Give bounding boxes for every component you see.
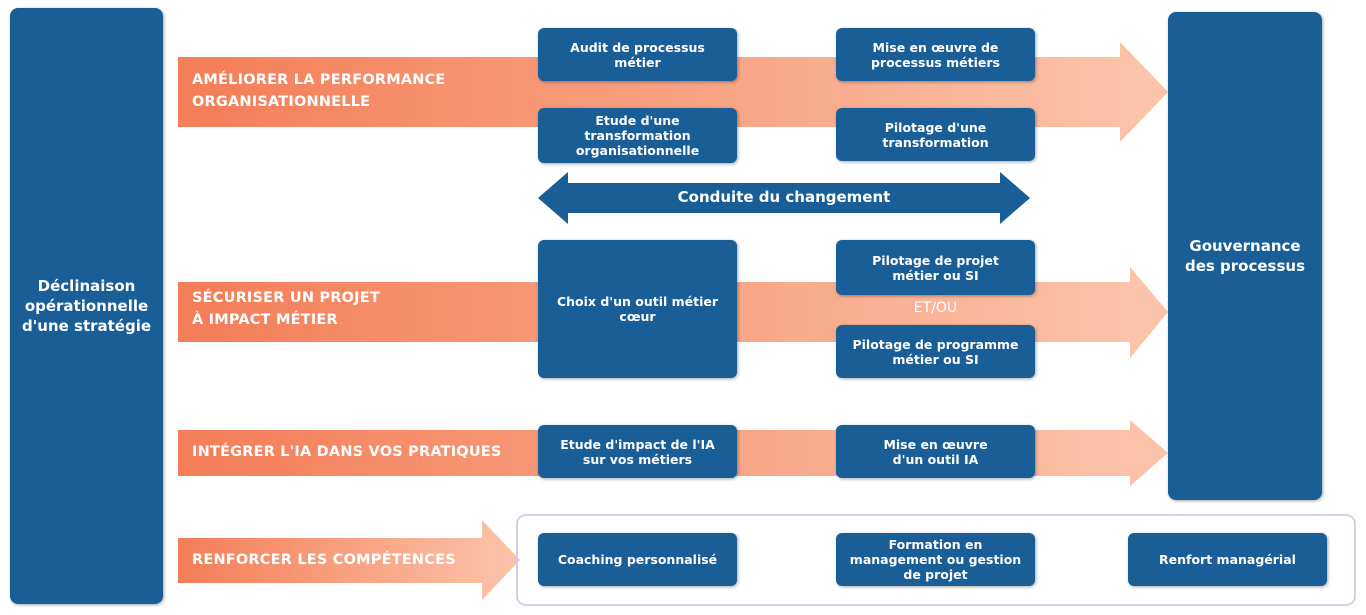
axis-label-performance: AMÉLIORER LA PERFORMANCE ORGANISATIONNEL… <box>192 72 446 110</box>
connector-et-ou: ET/OU <box>913 300 958 316</box>
box-pilotage-transformation: Pilotage d'une transformation <box>836 108 1035 161</box>
governance-panel: Gouvernance des processus <box>1168 12 1322 500</box>
box-etude-transformation: Etude d'une transformation organisationn… <box>538 108 737 163</box>
axis-label-securiser: SÉCURISER UN PROJET À IMPACT MÉTIER <box>192 290 380 328</box>
box-mise-en-oeuvre-outil-ia: Mise en œuvre d'un outil IA <box>836 425 1035 478</box>
box-pilotage-projet: Pilotage de projet métier ou SI <box>836 240 1035 295</box>
box-coaching: Coaching personnalisé <box>538 533 737 586</box>
axis-arrow-competences <box>178 520 520 600</box>
box-pilotage-programme: Pilotage de programme métier ou SI <box>836 325 1035 378</box>
change-ribbon-label: Conduite du changement <box>677 188 891 206</box>
box-renfort-managerial: Renfort managérial <box>1128 533 1327 586</box>
change-ribbon-arrow <box>538 172 1030 224</box>
box-mise-en-oeuvre-processus: Mise en œuvre de processus métiers <box>836 28 1035 81</box>
axis-label-competences: RENFORCER LES COMPÉTENCES <box>192 552 456 568</box>
box-formation: Formation en management ou gestion de pr… <box>836 533 1035 586</box>
box-choix-outil-metier: Choix d'un outil métier cœur <box>538 240 737 378</box>
box-etude-impact-ia: Etude d'impact de l'IA sur vos métiers <box>538 425 737 478</box>
strategy-panel: Déclinaison opérationnelle d'une stratég… <box>10 8 163 604</box>
box-audit-processus: Audit de processus métier <box>538 28 737 81</box>
axis-label-ia: INTÉGRER L'IA DANS VOS PRATIQUES <box>192 444 502 460</box>
competences-frame <box>516 514 1356 606</box>
